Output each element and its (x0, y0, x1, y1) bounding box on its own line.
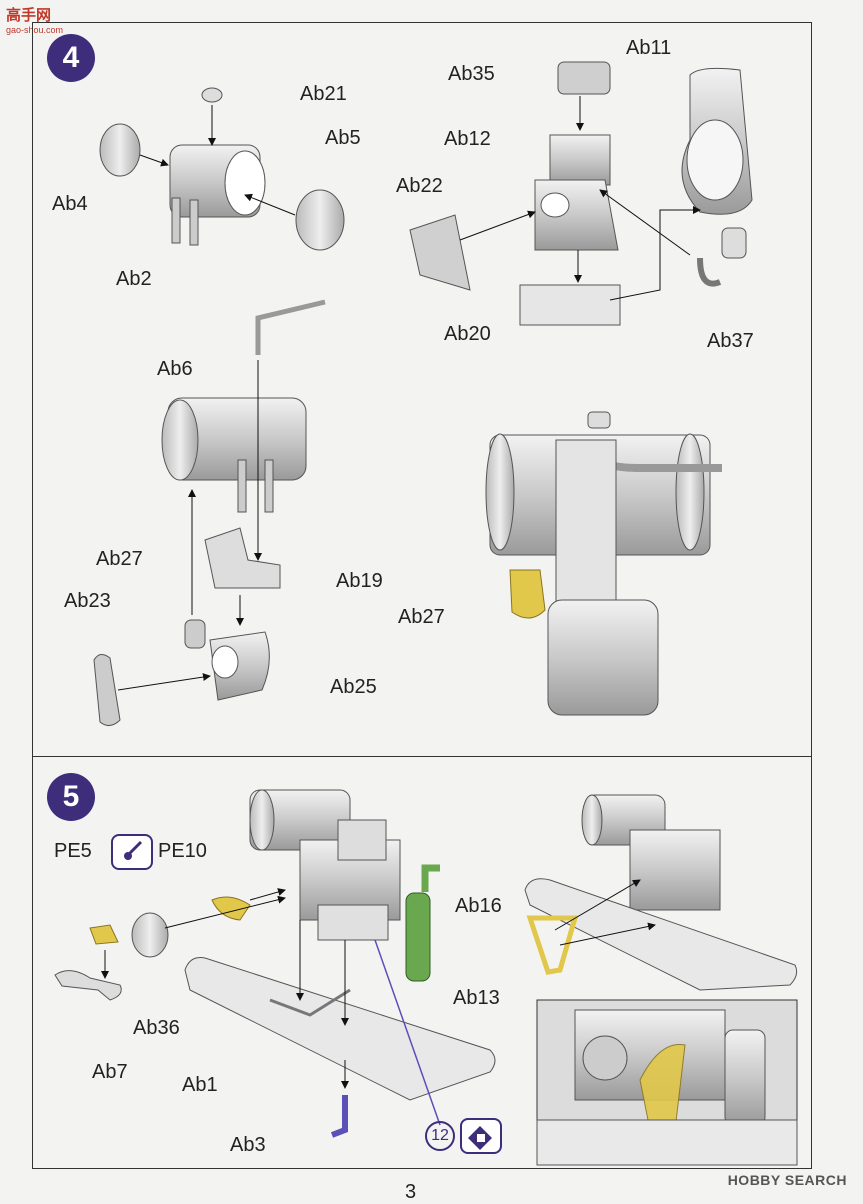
step5-assembled-view (524, 794, 798, 1166)
part-label-ab21: Ab21 (300, 83, 347, 105)
part-label-ab7: Ab7 (92, 1061, 128, 1083)
part-label-ab27-a: Ab27 (96, 548, 143, 570)
part-label-ab25: Ab25 (330, 676, 377, 698)
part-label-ab5: Ab5 (325, 127, 361, 149)
part-label-pe5: PE5 (54, 840, 92, 862)
part-label-ab4: Ab4 (52, 193, 88, 215)
site-logo: 高手网 gao-shou.com (6, 4, 63, 35)
paint-symbol-box (460, 1118, 502, 1154)
part-label-ab13: Ab13 (453, 987, 500, 1009)
part-label-ab11: Ab11 (626, 37, 672, 59)
part-label-pe10: PE10 (158, 840, 207, 862)
engine-block-exploded (409, 61, 753, 326)
part-label-ab2: Ab2 (116, 268, 152, 290)
step-5-badge: 5 (47, 773, 95, 821)
fuel-tank-exploded (99, 87, 345, 251)
paint-reference-number: 12 (425, 1121, 455, 1151)
assembled-engine-view (485, 411, 722, 716)
paint-brush-icon (468, 1126, 492, 1150)
step5-exploded-assembly (54, 789, 496, 1138)
part-label-ab12: Ab12 (444, 128, 491, 150)
logo-text: 高手网 (6, 7, 52, 24)
logo-subtext: gao-shou.com (6, 25, 64, 35)
page-number: 3 (405, 1181, 417, 1203)
part-label-ab3: Ab3 (230, 1134, 266, 1156)
part-label-ab23: Ab23 (64, 590, 111, 612)
instruction-frame (32, 22, 812, 1169)
part-label-ab36: Ab36 (133, 1017, 180, 1039)
part-label-ab22: Ab22 (396, 175, 443, 197)
part-label-ab16: Ab16 (455, 895, 502, 917)
step-4-badge: 4 (47, 34, 95, 82)
part-label-ab6: Ab6 (157, 358, 193, 380)
part-label-ab35: Ab35 (448, 63, 495, 85)
tank-fittings-exploded (93, 299, 326, 726)
watermark: HOBBY SEARCH (727, 1172, 847, 1188)
step-divider (32, 756, 812, 757)
pe-fold-icon (111, 834, 153, 870)
part-label-ab19: Ab19 (336, 570, 383, 592)
part-label-ab27-b: Ab27 (398, 606, 445, 628)
part-label-ab1: Ab1 (182, 1074, 218, 1096)
bend-symbol-icon (124, 840, 143, 860)
part-label-ab37: Ab37 (707, 330, 754, 352)
part-label-ab20: Ab20 (444, 323, 491, 345)
